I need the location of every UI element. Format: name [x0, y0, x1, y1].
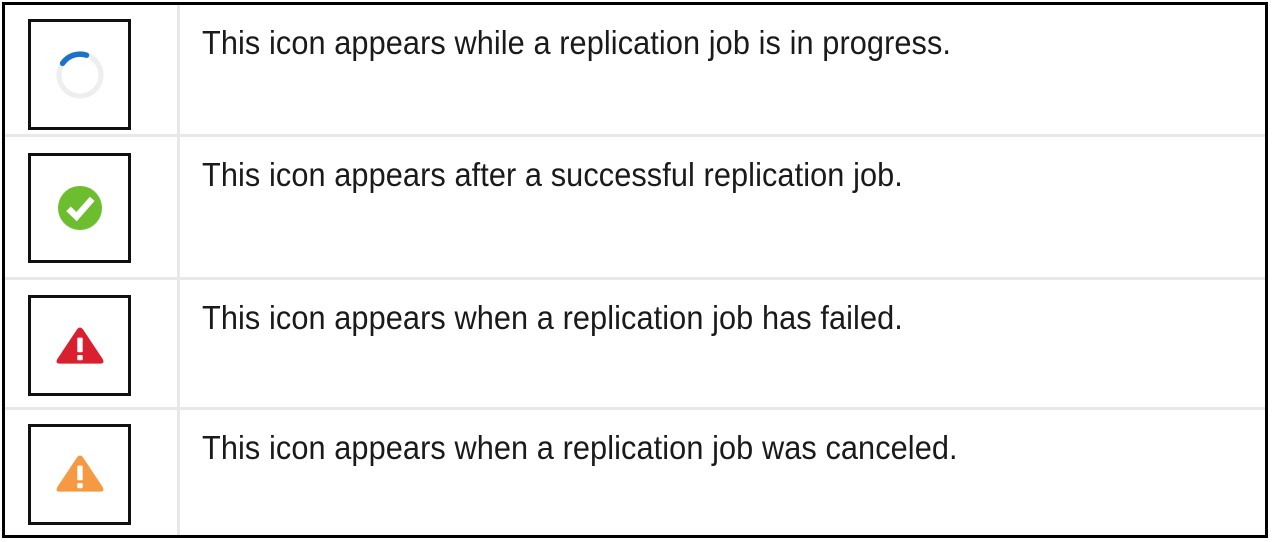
row-description: This icon appears while a replication jo…	[202, 24, 952, 61]
spinner-in-progress-icon	[52, 47, 108, 103]
icon-box	[28, 295, 131, 397]
row-description: This icon appears when a replication job…	[202, 428, 958, 466]
icon-cell	[5, 409, 180, 535]
canceled-warning-triangle-icon	[52, 448, 108, 500]
description-cell: This icon appears when a replication job…	[180, 409, 1265, 535]
table-row: This icon appears after a successful rep…	[5, 137, 1265, 281]
icon-box	[28, 423, 131, 525]
description-cell: This icon appears when a replication job…	[180, 280, 1265, 407]
table-row: This icon appears when a replication job…	[5, 280, 1265, 410]
row-description: This icon appears after a successful rep…	[202, 156, 903, 194]
icon-cell	[5, 280, 180, 407]
icon-box	[28, 153, 131, 264]
success-check-icon	[52, 180, 108, 236]
table-row: This icon appears when a replication job…	[5, 409, 1265, 535]
error-warning-triangle-icon	[52, 320, 108, 372]
icon-box	[28, 19, 131, 130]
icon-cell	[5, 137, 180, 278]
description-cell: This icon appears while a replication jo…	[180, 5, 1265, 135]
row-description: This icon appears when a replication job…	[202, 299, 903, 337]
description-cell: This icon appears after a successful rep…	[180, 137, 1265, 278]
icon-cell	[5, 5, 180, 135]
table-row: This icon appears while a replication jo…	[5, 5, 1265, 138]
